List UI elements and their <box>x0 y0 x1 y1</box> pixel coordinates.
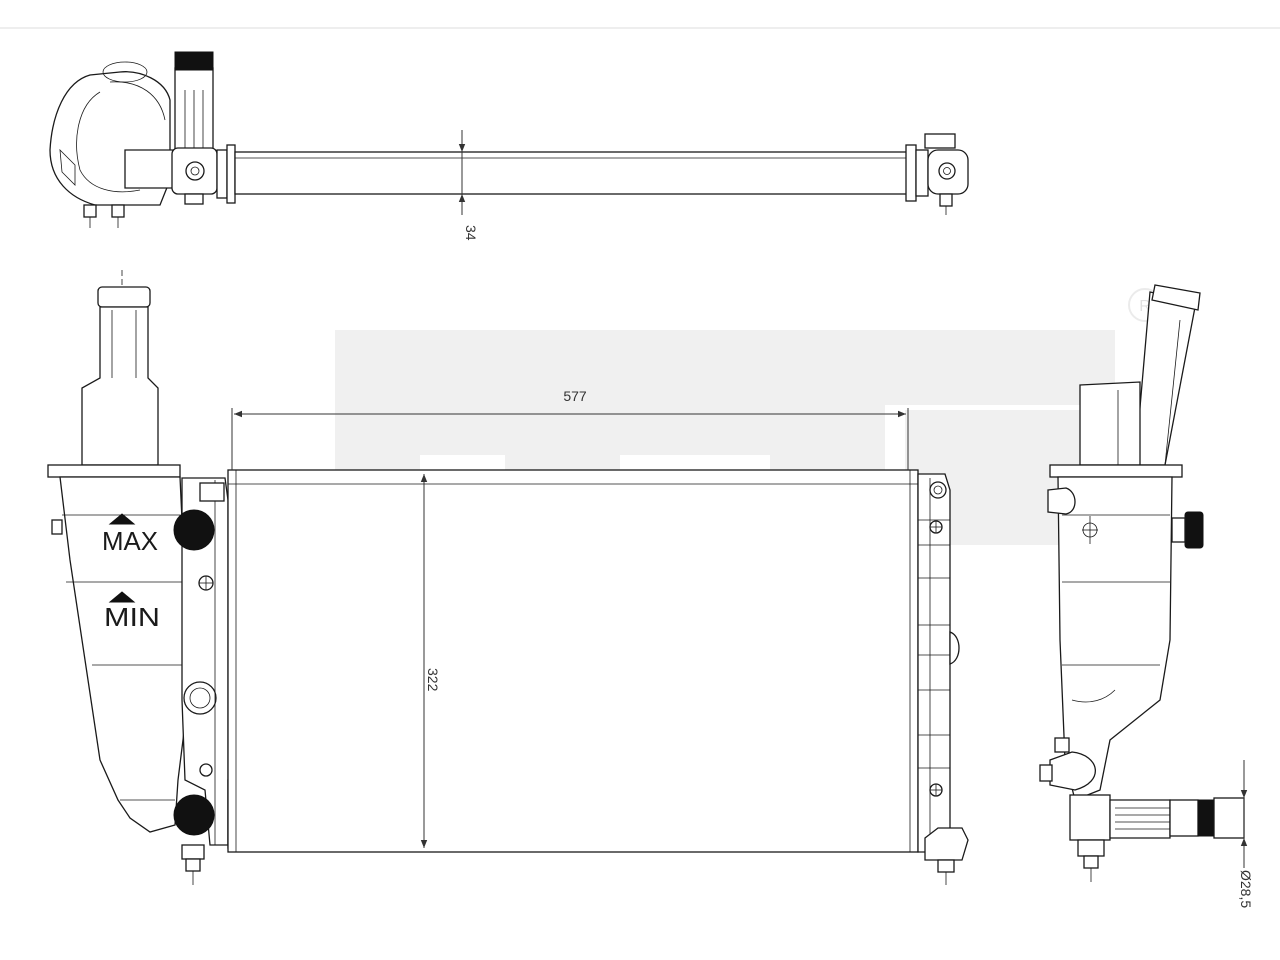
reservoir-min-label: MIN <box>104 602 160 632</box>
depth-dimension-label: 34 <box>463 225 479 241</box>
right-header-tank <box>917 473 969 885</box>
height-dimension: 322 <box>420 474 441 848</box>
height-dimension-label: 322 <box>425 668 441 692</box>
front-view: MAX MIN <box>47 270 969 885</box>
outlet-diameter-label: Ø28,5 <box>1238 870 1254 908</box>
width-dimension: 577 <box>231 388 909 470</box>
expansion-reservoir: MAX MIN <box>47 270 205 885</box>
registered-mark: R <box>1139 298 1151 315</box>
reservoir-max-label: MAX <box>102 526 158 556</box>
radiator-core <box>227 469 919 853</box>
width-dimension-label: 577 <box>563 388 587 404</box>
top-view: 34 <box>49 51 969 241</box>
side-view: Ø28,5 <box>1039 284 1254 908</box>
